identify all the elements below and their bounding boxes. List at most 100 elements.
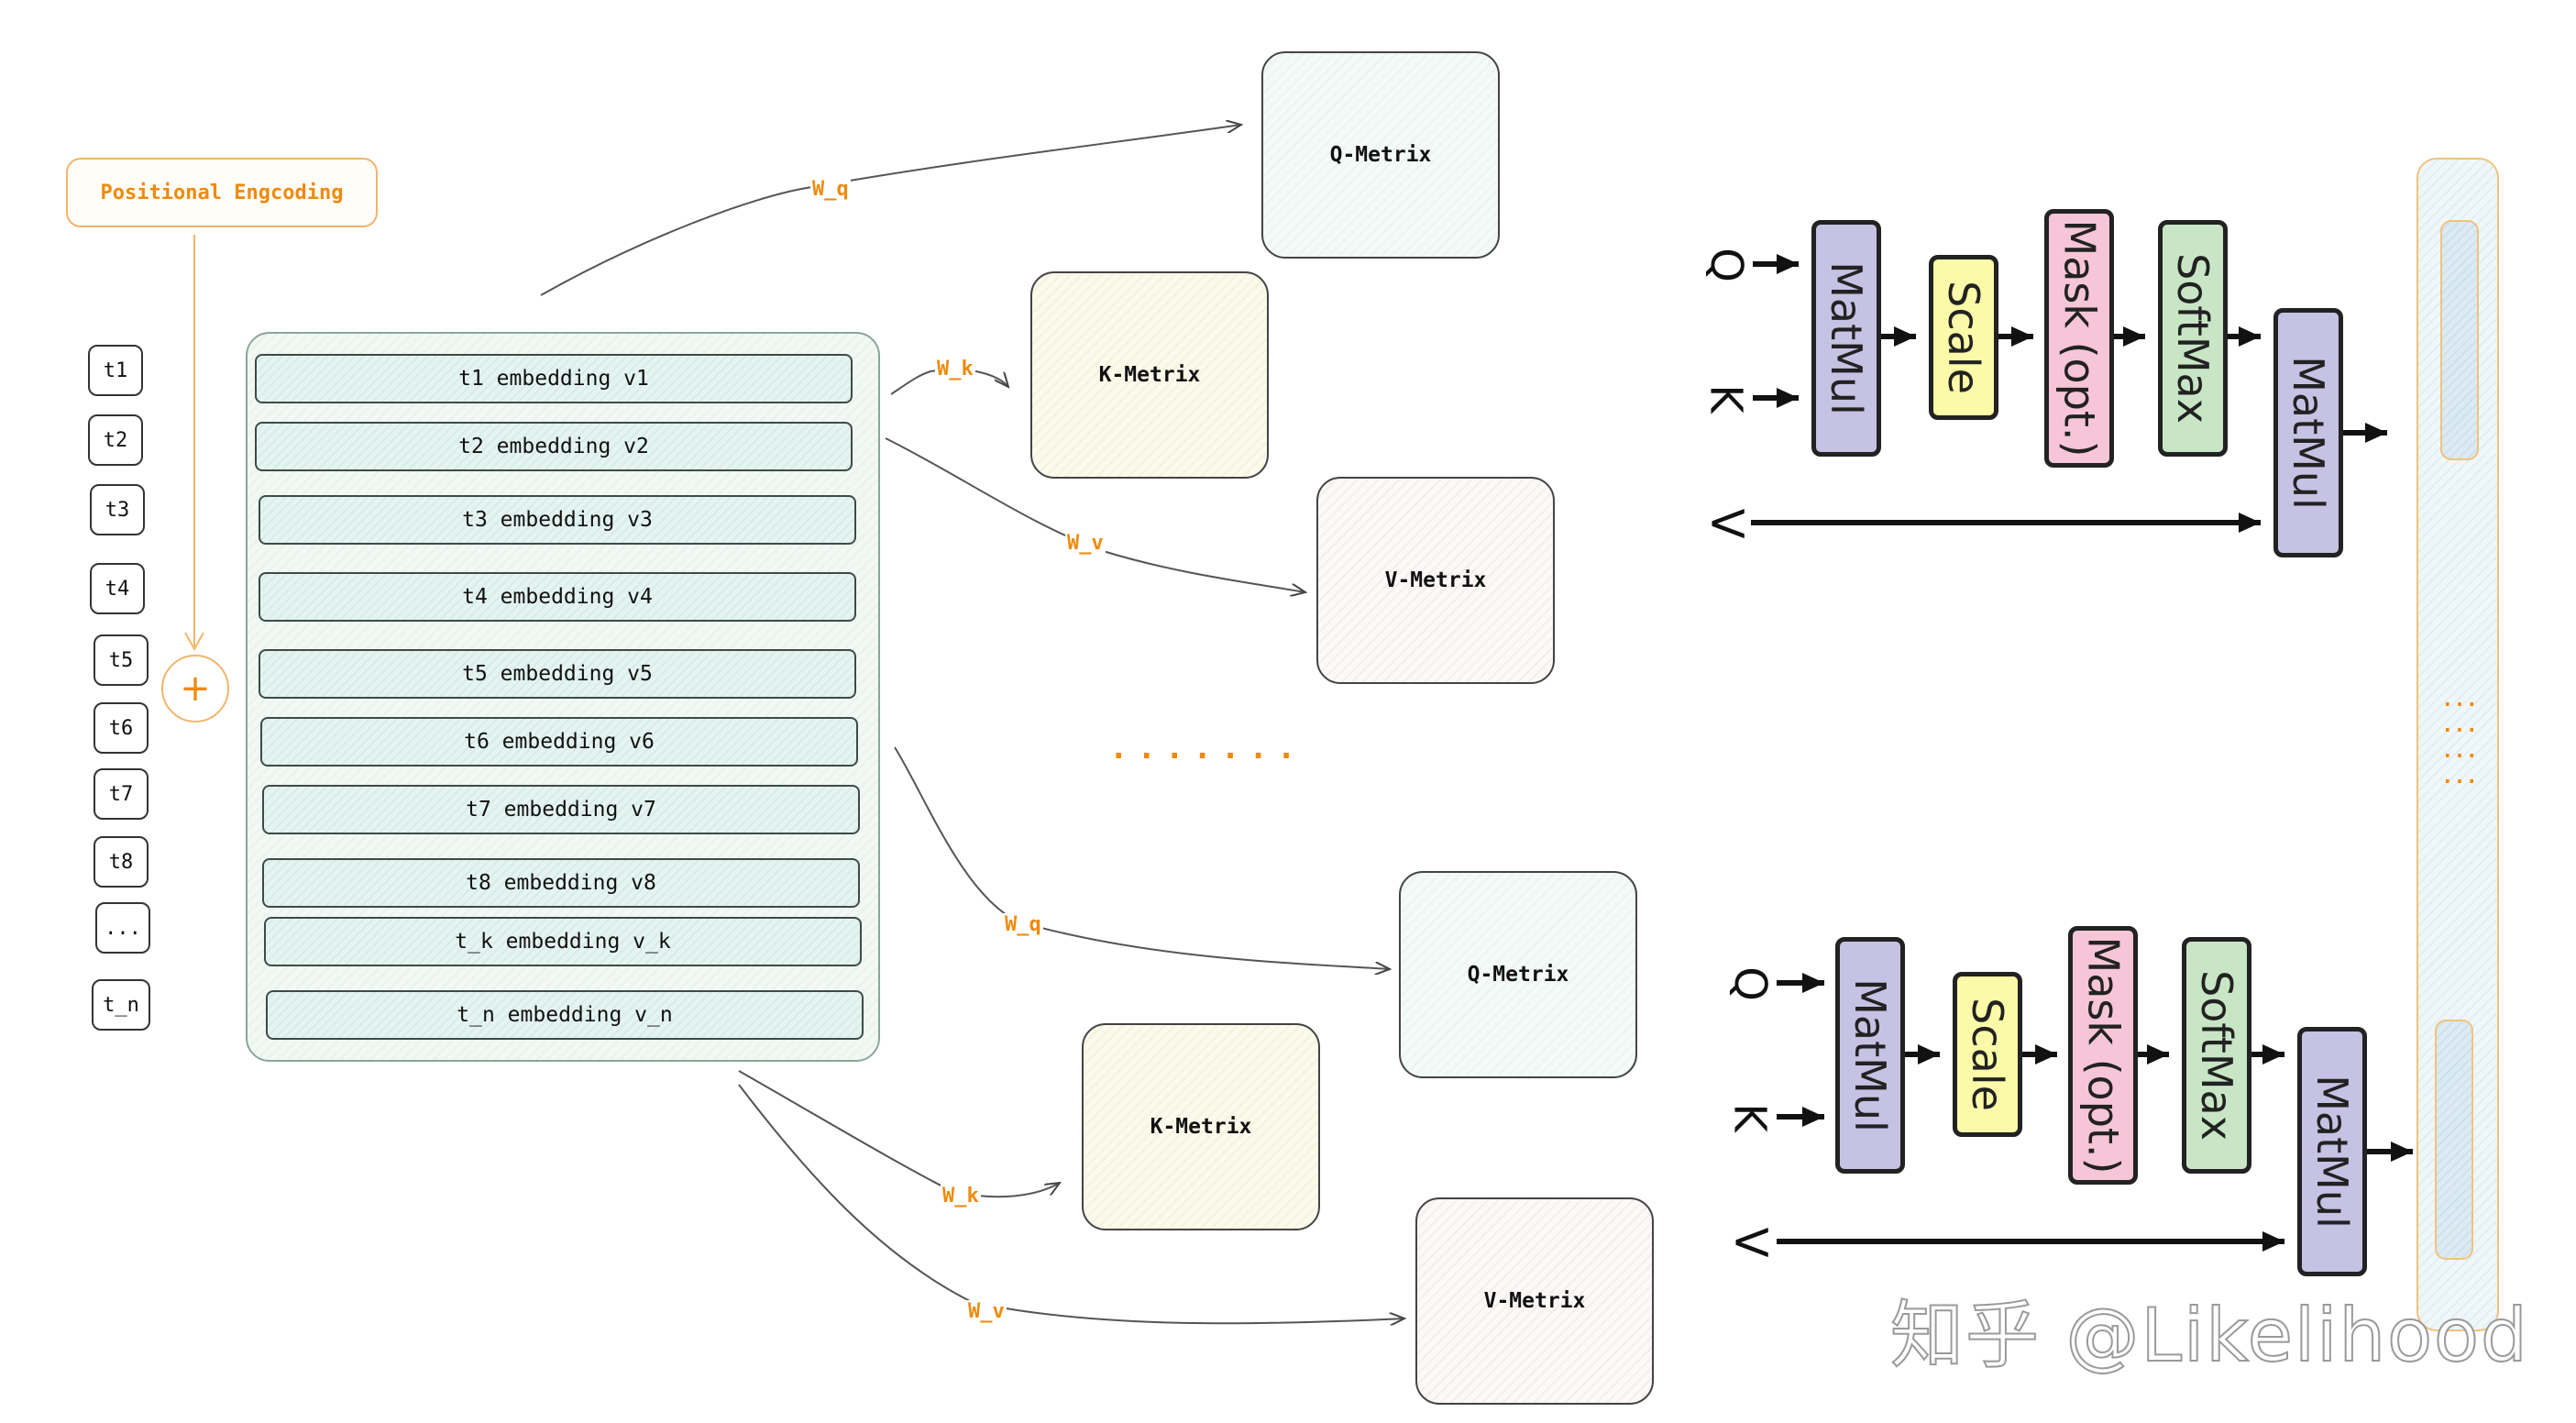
v-matrix-label: V-Metrix [1483, 1289, 1586, 1313]
softmax-block-bottom: SoftMax [2182, 937, 2251, 1174]
input-q-text: Q [1701, 248, 1752, 282]
matmul-output-block-bottom: MatMul [2297, 1027, 2367, 1276]
mask-label: Mask (opt.) [2054, 219, 2104, 458]
ellipsis-dots: ....... [1109, 730, 1305, 767]
positional-encoding-box: Positional Engcoding [66, 158, 378, 227]
matmul-block-top: MatMul [1811, 220, 1881, 457]
arrow-top-wq [540, 125, 1241, 296]
positional-encoding-label: Positional Engcoding [100, 181, 344, 204]
embedding-row: t5 embedding v5 [259, 649, 856, 699]
input-label-k-bottom: K [1723, 1093, 1776, 1142]
arrow-bottom-wq [894, 746, 1390, 969]
scale-label: Scale [1939, 281, 1989, 394]
token-label: t4 [105, 577, 130, 601]
embedding-row: t3 embedding v3 [259, 495, 856, 545]
attention-top-arrows [1751, 254, 2387, 533]
embedding-label: t4 embedding v4 [462, 585, 653, 609]
token-chip: t5 [94, 634, 149, 686]
token-label: t1 [103, 359, 128, 382]
q-matrix-label: Q-Metrix [1467, 963, 1569, 987]
embedding-label: t_k embedding v_k [455, 930, 671, 954]
embedding-label: t7 embedding v7 [466, 798, 656, 822]
matmul-label: MatMul [1845, 978, 1896, 1132]
matmul-label: MatMul [2307, 1075, 2358, 1229]
embedding-label: t3 embedding v3 [462, 508, 653, 532]
token-chip: t_n [92, 979, 150, 1031]
token-label: ... [105, 916, 141, 940]
embedding-label: t6 embedding v6 [464, 730, 655, 754]
input-q-text: Q [1724, 966, 1776, 1001]
v-matrix-bottom: V-Metrix [1415, 1197, 1654, 1405]
output-slot-bottom [2435, 1020, 2473, 1260]
plus-icon: + [180, 667, 211, 710]
k-matrix-bottom: K-Metrix [1082, 1023, 1320, 1230]
softmax-label: SoftMax [2168, 253, 2218, 424]
k-matrix-label: K-Metrix [1150, 1115, 1252, 1139]
token-chip: t2 [88, 414, 143, 466]
weight-label-top-wv: W_v [1065, 532, 1106, 555]
ellipsis-line: ... [2441, 740, 2478, 763]
input-k-text: K [1700, 384, 1752, 414]
scale-block-top: Scale [1929, 255, 1998, 420]
embedding-row: t4 embedding v4 [259, 572, 856, 622]
weight-label-bottom-wq: W_q [1003, 913, 1043, 936]
token-chip: t7 [94, 768, 149, 820]
embedding-row: t8 embedding v8 [262, 858, 860, 908]
weight-label-bottom-wk: W_k [941, 1185, 981, 1208]
softmax-label: SoftMax [2192, 970, 2241, 1141]
token-chip: ... [95, 902, 150, 954]
embedding-label: t_n embedding v_n [457, 1003, 673, 1027]
q-matrix-top: Q-Metrix [1261, 51, 1500, 259]
softmax-block-top: SoftMax [2158, 220, 2228, 457]
token-chip: t6 [94, 702, 149, 754]
input-k-text: K [1723, 1103, 1776, 1132]
watermark: 知乎 @Likelihood [1889, 1292, 2529, 1379]
weight-label-top-wq: W_q [810, 178, 851, 201]
token-label: t8 [108, 850, 134, 874]
input-label-v-bottom: V [1724, 1218, 1776, 1267]
token-label: t2 [103, 428, 128, 452]
embedding-row: t_k embedding v_k [264, 917, 862, 966]
q-matrix-label: Q-Metrix [1329, 143, 1432, 167]
token-chip: t8 [94, 836, 149, 888]
add-positional-encoding-circle: + [161, 655, 229, 723]
token-label: t6 [108, 716, 134, 740]
pe-arrowhead [184, 632, 204, 652]
k-matrix-label: K-Metrix [1098, 363, 1201, 387]
arrow-bottom-wk [738, 1070, 1060, 1198]
embedding-label: t1 embedding v1 [458, 367, 649, 391]
embedding-row: t1 embedding v1 [255, 354, 853, 403]
embedding-row: t_n embedding v_n [266, 990, 864, 1040]
input-label-q-top: Q [1701, 240, 1752, 290]
ellipsis-line: ... [2441, 766, 2478, 789]
token-label: t3 [105, 498, 130, 522]
token-chip: t3 [90, 484, 145, 535]
k-matrix-top: K-Metrix [1030, 271, 1269, 479]
embedding-row: t2 embedding v2 [255, 422, 853, 471]
token-chip: t4 [90, 563, 145, 614]
embedding-label: t5 embedding v5 [462, 662, 653, 686]
mask-block-bottom: Mask (opt.) [2068, 926, 2138, 1185]
input-label-q-bottom: Q [1724, 959, 1776, 1009]
token-label: t7 [108, 782, 134, 806]
scale-block-bottom: Scale [1953, 972, 2022, 1137]
v-matrix-top: V-Metrix [1316, 477, 1555, 684]
matmul-output-block-top: MatMul [2273, 308, 2343, 557]
embedding-label: t2 embedding v2 [458, 435, 649, 458]
matmul-label: MatMul [1822, 261, 1872, 415]
ellipsis-line: ... [2441, 689, 2478, 712]
token-label: t_n [103, 993, 139, 1017]
embedding-label: t8 embedding v8 [466, 871, 656, 895]
ellipsis-line: ... [2441, 714, 2478, 737]
output-slot-top [2440, 220, 2479, 460]
input-v-text: V [1701, 508, 1752, 539]
token-chip: t1 [88, 345, 143, 396]
output-ellipsis: ... ... ... ... [2438, 688, 2481, 790]
matmul-label: MatMul [2284, 356, 2334, 510]
weight-label-bottom-wv: W_v [966, 1300, 1007, 1323]
weight-label-top-wk: W_k [935, 358, 975, 381]
mask-block-top: Mask (opt.) [2044, 209, 2114, 468]
embedding-row: t7 embedding v7 [262, 785, 860, 834]
